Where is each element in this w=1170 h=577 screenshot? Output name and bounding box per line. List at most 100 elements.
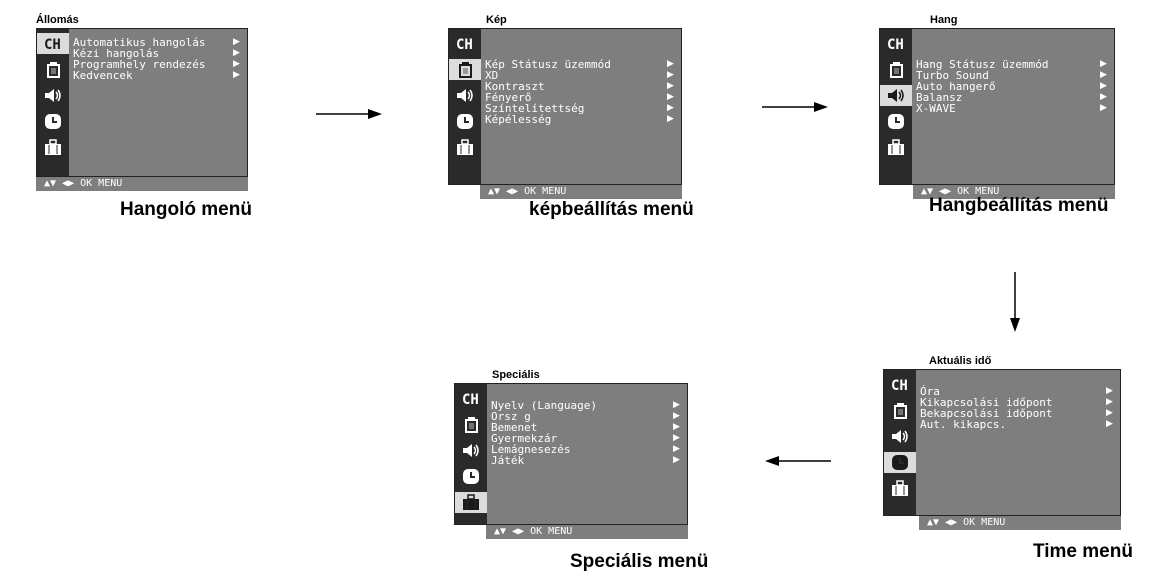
speaker-icon xyxy=(45,89,61,102)
menu-item-label: Nyelv (Language) xyxy=(491,399,597,412)
menu-caption: képbeállítás menü xyxy=(529,199,694,220)
menu-item[interactable]: Kedvencek▶ xyxy=(73,70,240,81)
tab-strip: CH xyxy=(37,29,69,176)
menu-item[interactable]: Színtelítettség▶ xyxy=(485,103,674,114)
menu-item[interactable]: Turbo Sound ▶ xyxy=(916,69,1107,82)
menu-item-label: Auto hangerő xyxy=(916,80,996,93)
menu-item[interactable]: Programhely rendezés ▶ xyxy=(73,58,240,71)
channel-icon: CH xyxy=(887,37,904,53)
submenu-arrow-icon: ▶ xyxy=(667,81,674,91)
menu-item[interactable]: Óra▶ xyxy=(920,386,1113,397)
tab-speaker[interactable] xyxy=(884,426,916,447)
submenu-arrow-icon: ▶ xyxy=(233,70,240,80)
menu-item-label: Automatikus hangolás xyxy=(73,36,206,49)
tab-picture[interactable] xyxy=(37,59,69,80)
menu-items: Nyelv (Language)▶Orsz g▶Bemenet▶Gyermekz… xyxy=(491,399,680,466)
tab-speaker[interactable] xyxy=(449,85,481,106)
submenu-arrow-icon: ▶ xyxy=(1106,397,1113,407)
menu-item[interactable]: XD▶ xyxy=(485,70,674,81)
submenu-arrow-icon: ▶ xyxy=(1100,70,1107,80)
menu-item[interactable]: Bemenet▶ xyxy=(491,422,680,433)
tab-speaker[interactable] xyxy=(37,85,69,106)
menu-caption: Hangbeállítás menü xyxy=(929,195,1109,216)
tab-picture[interactable] xyxy=(455,414,487,435)
menu-item-label: Fényerő xyxy=(485,91,532,104)
tab-picture[interactable] xyxy=(880,59,912,80)
menu-title: Állomás xyxy=(36,14,79,26)
menu-item[interactable]: Gyermekzár▶ xyxy=(491,433,680,444)
picture-icon xyxy=(459,62,472,78)
speaker-icon xyxy=(888,89,904,102)
menu-title: Hang xyxy=(930,14,958,26)
tab-suitcase[interactable] xyxy=(449,137,481,158)
menu-item[interactable]: Kontraszt▶ xyxy=(485,81,674,92)
tab-channel[interactable]: CH xyxy=(455,388,487,409)
menu-item[interactable]: Nyelv (Language)▶ xyxy=(491,399,680,412)
tab-strip: CH xyxy=(880,29,912,184)
tab-suitcase[interactable] xyxy=(884,478,916,499)
submenu-arrow-icon: ▶ xyxy=(1106,386,1113,396)
menu-panel: CH Kép Státusz üzemmód▶XD▶Kontraszt▶Fény… xyxy=(448,28,682,185)
tab-clock[interactable] xyxy=(455,466,487,487)
submenu-arrow-icon: ▶ xyxy=(233,59,240,69)
tab-suitcase[interactable] xyxy=(880,137,912,158)
submenu-arrow-icon: ▶ xyxy=(673,455,680,465)
menu-item[interactable]: Auto hangerő▶ xyxy=(916,80,1107,93)
menu-item[interactable]: Játék▶ xyxy=(491,455,680,466)
tab-speaker[interactable] xyxy=(880,85,912,106)
flow-arrow-down xyxy=(1010,272,1020,332)
tab-picture[interactable] xyxy=(884,400,916,421)
svg-text:CH: CH xyxy=(456,37,473,53)
menu-item[interactable]: Kép Státusz üzemmód ▶ xyxy=(485,58,674,71)
tab-suitcase[interactable] xyxy=(37,137,69,158)
picture-icon xyxy=(47,62,60,78)
menu-item[interactable]: Kikapcsolási időpont▶ xyxy=(920,397,1113,408)
menu-item[interactable]: Képélesség▶ xyxy=(485,113,674,126)
menu-item[interactable]: Fényerő ▶ xyxy=(485,91,674,104)
submenu-arrow-icon: ▶ xyxy=(233,48,240,58)
tab-channel[interactable]: CH xyxy=(449,33,481,54)
menu-item[interactable]: Automatikus hangolás▶ xyxy=(73,36,240,49)
menu-item-label: Balansz xyxy=(916,91,963,104)
menu-item-label: Turbo Sound xyxy=(916,69,989,82)
flow-arrow-right xyxy=(316,109,382,119)
menu-item[interactable]: Kézi hangolás▶ xyxy=(73,48,240,59)
nav-hint-bar: ▲▼ ◀▶ OK MENU xyxy=(486,525,688,539)
menu-item[interactable]: Aut. kikapcs.▶ xyxy=(920,419,1113,430)
suitcase-icon xyxy=(457,139,473,155)
nav-hint-bar: ▲▼ ◀▶ OK MENU xyxy=(36,177,248,191)
speaker-icon xyxy=(463,444,479,457)
menu-item-label: Képélesség xyxy=(485,113,552,126)
tab-suitcase[interactable] xyxy=(455,492,487,513)
tab-clock[interactable] xyxy=(449,111,481,132)
menu-item[interactable]: Orsz g▶ xyxy=(491,411,680,422)
menu-panel: CH Hang Státusz üzemmód▶Turbo Sound▶Auto… xyxy=(879,28,1115,185)
submenu-arrow-icon: ▶ xyxy=(667,92,674,102)
tab-clock[interactable] xyxy=(880,111,912,132)
submenu-arrow-icon: ▶ xyxy=(1100,92,1107,102)
menu-item[interactable]: Balansz ▶ xyxy=(916,91,1107,104)
tab-channel[interactable]: CH xyxy=(37,33,69,54)
clock-icon xyxy=(457,114,473,129)
tab-channel[interactable]: CH xyxy=(880,33,912,54)
menu-item-label: Programhely rendezés xyxy=(73,58,206,71)
tab-channel[interactable]: CH xyxy=(884,374,916,395)
menu-item[interactable]: Bekapcsolási időpont▶ xyxy=(920,408,1113,419)
submenu-arrow-icon: ▶ xyxy=(667,59,674,69)
menu-caption: Hangoló menü xyxy=(120,199,252,220)
menu-panel: CH Óra▶Kikapcsolási időpont▶Bekapcsolási… xyxy=(883,369,1121,516)
nav-hint-bar: ▲▼ ◀▶ OK MENU xyxy=(913,185,1115,199)
menu-item[interactable]: Hang Státusz üzemmód▶ xyxy=(916,59,1107,70)
menu-item-label: Kép Státusz üzemmód xyxy=(485,58,611,71)
tab-clock[interactable] xyxy=(884,452,916,473)
flow-arrow-right xyxy=(762,102,828,112)
tab-clock[interactable] xyxy=(37,111,69,132)
flow-arrow-left xyxy=(765,456,831,466)
menu-item-label: Lemágnesezés xyxy=(491,443,571,456)
menu-item[interactable]: Lemágnesezés▶ xyxy=(491,443,680,456)
tab-speaker[interactable] xyxy=(455,440,487,461)
picture-icon xyxy=(894,403,907,419)
menu-item[interactable]: X-WAVE▶ xyxy=(916,103,1107,114)
menu-items: Óra▶Kikapcsolási időpont▶Bekapcsolási id… xyxy=(920,386,1113,430)
tab-picture[interactable] xyxy=(449,59,481,80)
